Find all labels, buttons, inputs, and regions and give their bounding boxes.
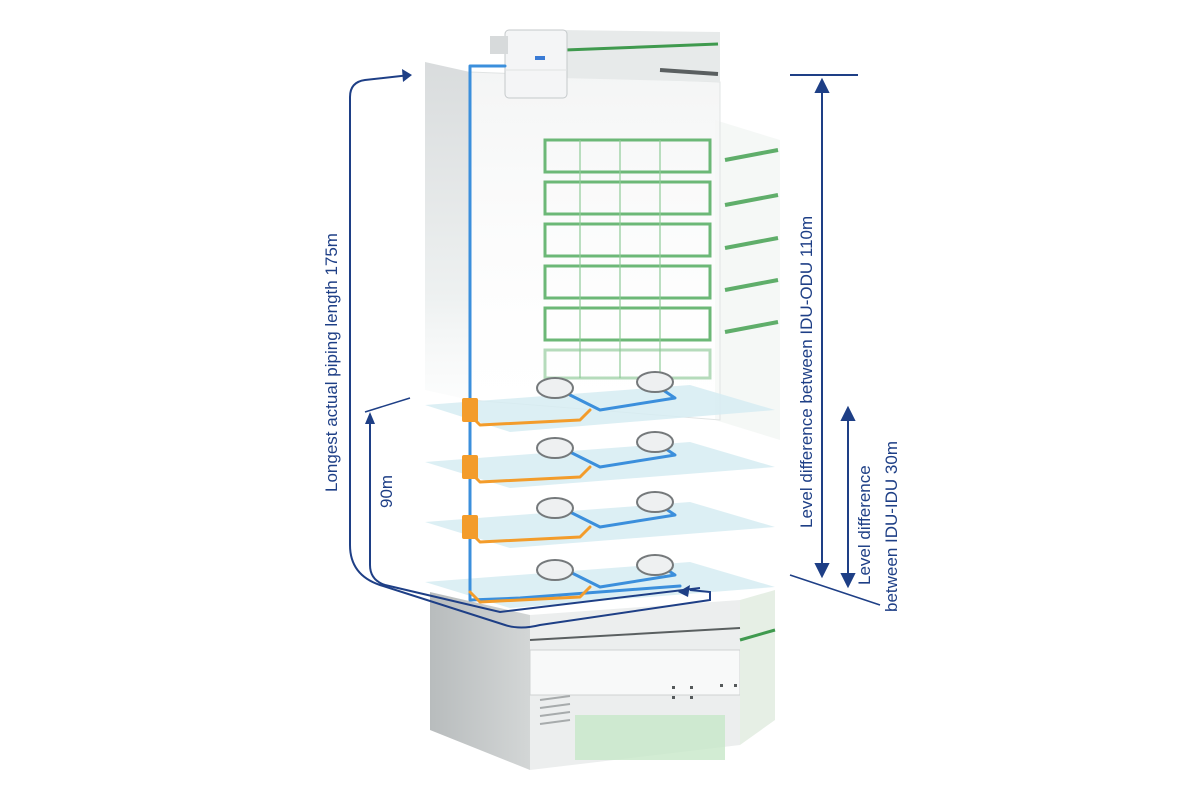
window-rows bbox=[543, 138, 712, 380]
label-idu-idu-line1: Level difference bbox=[855, 465, 874, 585]
cassette-indoor-unit-icon bbox=[536, 371, 674, 581]
label-idu-idu-line2: between IDU-IDU 30m bbox=[882, 441, 901, 612]
bend-marker bbox=[364, 397, 411, 413]
odu-icon bbox=[490, 29, 568, 99]
arrowheads bbox=[365, 69, 690, 597]
label-idu-odu: Level difference between IDU-ODU 110m bbox=[797, 216, 816, 528]
upper-tower bbox=[425, 30, 780, 440]
base-building bbox=[430, 590, 776, 770]
idu-odu-dimension bbox=[789, 74, 881, 606]
label-90m: 90m bbox=[377, 475, 396, 508]
idu-idu-dimension bbox=[840, 405, 856, 589]
longest-piping-path bbox=[349, 74, 711, 629]
wing-window-bands bbox=[724, 148, 779, 334]
refnet-joint-icon bbox=[462, 398, 478, 539]
label-longest-piping: Longest actual piping length 175m bbox=[322, 233, 341, 492]
